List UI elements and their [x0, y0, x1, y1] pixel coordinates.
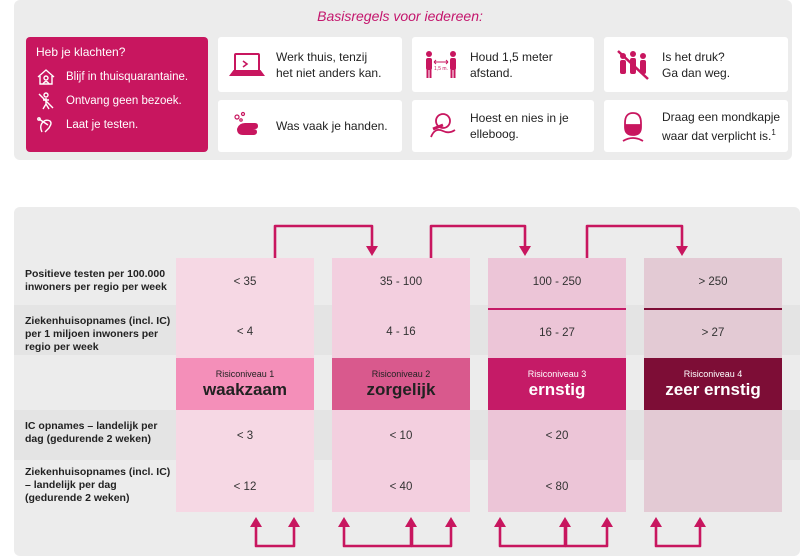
- rule-card-cough: Hoest en nies in je elleboog.: [412, 100, 594, 152]
- laptop-home-icon: [229, 52, 265, 76]
- rule-text-body: Draag een mondkapje waar dat verplicht i…: [662, 109, 781, 143]
- risk-value-cell: > 250: [698, 276, 728, 288]
- risk-level-sub: Risiconiveau 2: [371, 368, 431, 379]
- complaint-item-quarantine: Blijf in thuisquarantaine.: [36, 65, 198, 89]
- complaint-item-no-visitors: Ontvang geen bezoek.: [36, 89, 198, 113]
- risk-value-cell: 35 - 100: [379, 276, 423, 288]
- complaint-item-test: Laat je testen.: [36, 113, 198, 137]
- test-swab-icon: [37, 117, 52, 133]
- complaints-box: Heb je klachten? Blijf in thuisquarantai…: [26, 37, 208, 152]
- risk-value-cell: < 35: [233, 276, 257, 288]
- risk-value-cell: < 20: [545, 430, 569, 442]
- row-label-hospital-admissions-region: Ziekenhuisopnames (incl. IC) per 1 miljo…: [25, 315, 171, 353]
- risk-value-cell: < 40: [389, 481, 413, 493]
- complaint-label: Ontvang geen bezoek.: [66, 95, 182, 107]
- risk-value-cell: < 10: [389, 430, 413, 442]
- rule-text: Was vaak je handen.: [276, 119, 388, 133]
- risk-value-cell: 4 - 16: [386, 326, 416, 338]
- row-label-ic-admissions: IC opnames – landelijk per dag (gedurend…: [25, 420, 158, 445]
- risk-level-name: ernstig: [528, 379, 586, 399]
- risk-value-cell: < 80: [545, 481, 569, 493]
- house-quarantine-icon: [37, 69, 55, 85]
- complaints-heading: Heb je klachten?: [36, 45, 126, 59]
- rule-card-distance: 1,5 m. Houd 1,5 meter afstand.: [412, 37, 594, 92]
- face-mask-icon: [622, 112, 644, 142]
- risk-level-name: zorgelijk: [366, 379, 436, 399]
- risk-value-cell: > 27: [644, 308, 782, 356]
- hand-wash-icon: [234, 111, 258, 135]
- rule-card-work-home: Werk thuis, tenzij het niet anders kan.: [218, 37, 402, 92]
- rule-text: Werk thuis, tenzij het niet anders kan.: [276, 49, 382, 80]
- rule-text: Draag een mondkapje waar dat verplicht i…: [662, 109, 780, 144]
- risk-value-cell: < 4: [236, 326, 254, 338]
- rule-text: Hoest en nies in je elleboog.: [470, 111, 569, 141]
- rule-text: Is het druk? Ga dan weg.: [662, 49, 731, 80]
- risk-value-cell: < 3: [236, 430, 254, 442]
- risk-level-sub: Risiconiveau 3: [527, 368, 587, 379]
- risk-level-name: zeer ernstig: [665, 379, 761, 399]
- risk-value-cell: 100 - 250: [532, 276, 582, 288]
- row-label-positive-tests: Positieve testen per 100.000 inwoners pe…: [25, 268, 167, 293]
- risk-value-cell: [644, 412, 782, 460]
- complaint-label: Blijf in thuisquarantaine.: [66, 71, 189, 83]
- risk-value-cell: 16 - 27: [488, 308, 626, 356]
- risk-level-name: waakzaam: [202, 379, 288, 399]
- crowd-icon: [617, 49, 649, 80]
- complaint-label: Laat je testen.: [66, 119, 139, 131]
- cough-elbow-icon: [430, 113, 456, 138]
- risk-value-cell: [644, 462, 782, 512]
- risk-level-sub: Risiconiveau 1: [215, 368, 275, 379]
- risk-value-cell: < 12: [233, 481, 257, 493]
- no-visitors-icon: [38, 92, 54, 110]
- distance-icon-label: 1,5 m.: [434, 66, 448, 72]
- footnote-marker: 1: [771, 127, 776, 137]
- rule-card-mask: Draag een mondkapje waar dat verplicht i…: [604, 100, 788, 152]
- rule-card-wash-hands: Was vaak je handen.: [218, 100, 402, 152]
- risk-level-sub: Risiconiveau 4: [683, 368, 743, 379]
- distance-icon: 1,5 m.: [426, 50, 456, 78]
- row-label-hospital-admissions-national: Ziekenhuisopnames (incl. IC) – landelijk…: [25, 466, 171, 504]
- rule-card-crowd: Is het druk? Ga dan weg.: [604, 37, 788, 92]
- basic-rules-title: Basisregels voor iedereen:: [317, 8, 483, 24]
- rule-text: Houd 1,5 meter afstand.: [470, 49, 553, 80]
